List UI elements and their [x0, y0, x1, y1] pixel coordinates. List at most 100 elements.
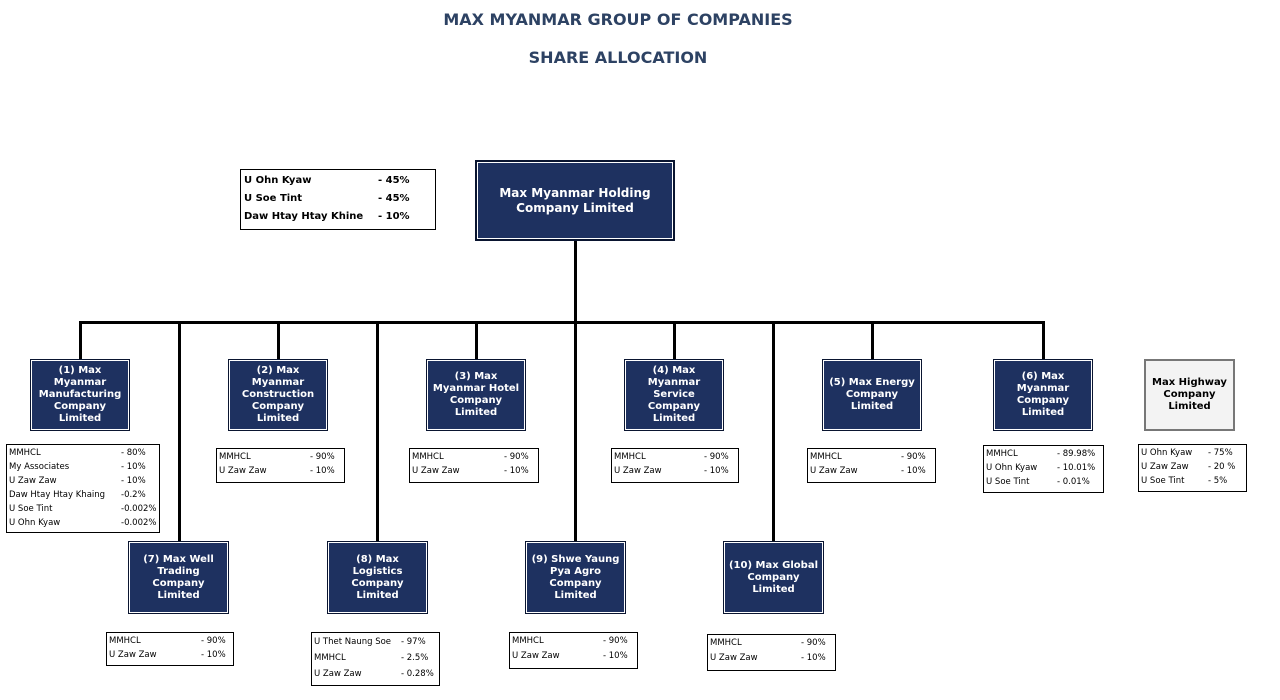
share-table-highway: U Ohn Kyaw- 75% U Zaw Zaw- 20 % U Soe Ti…	[1138, 444, 1247, 492]
shareholder-name: U Zaw Zaw	[1141, 462, 1189, 472]
share-row: U Zaw Zaw - 10%	[810, 464, 933, 478]
company-box-1: (1) Max Myanmar Manufacturing Company Li…	[30, 359, 130, 431]
share-row: U Zaw Zaw- 10%	[710, 651, 833, 666]
connector-bus	[79, 321, 1045, 324]
shareholder-name: MMHCL	[710, 638, 742, 648]
company-name: (4) Max Myanmar Service Company Limited	[647, 365, 701, 424]
shareholder-name: MMHCL	[614, 452, 646, 462]
owner-name: U Soe Tint	[244, 193, 303, 204]
share-row: U Ohn Kyaw - 75%	[1141, 446, 1244, 460]
shareholder-pct: - 97%	[401, 637, 426, 647]
share-row: U Zaw Zaw- 10%	[614, 464, 736, 478]
connector-to-company-3	[475, 321, 478, 361]
shareholder-name: MMHCL	[810, 452, 842, 462]
company-box-8: (8) Max Logistics Company Limited	[327, 541, 428, 614]
shareholder-pct: - 2.5%	[401, 653, 429, 663]
share-row: MMHCL- 90%	[412, 450, 536, 464]
connector-holding-down	[574, 240, 577, 324]
shareholder-pct: - 10%	[901, 466, 926, 476]
shareholder-name: MMHCL	[986, 449, 1018, 459]
connector-to-company-5	[871, 321, 874, 361]
shareholder-name: U Thet Naung Soe	[314, 637, 392, 647]
owner-name: Daw Htay Htay Khine	[244, 211, 364, 222]
company-box-6: (6) Max Myanmar Company Limited	[993, 359, 1093, 431]
share-row: Daw Htay Htay Khaing-0.2%	[9, 488, 157, 502]
shareholder-name: My Associates	[9, 462, 70, 472]
share-row: U Zaw Zaw- 10%	[9, 474, 157, 488]
shareholder-pct: - 80%	[121, 448, 146, 458]
owner-row: U Ohn Kyaw- 45%	[244, 172, 432, 190]
holding-company-name: Max Myanmar Holding Company Limited	[499, 185, 651, 215]
company-name: (10) Max Global Company Limited	[728, 559, 818, 595]
share-table-1: MMHCL - 80% My Associates - 10% U Zaw Zaw-…	[6, 444, 160, 533]
share-row: MMHCL- 90%	[219, 450, 342, 464]
shareholder-pct: - 10%	[310, 466, 335, 476]
company-name: (9) Shwe Yaung Pya Agro Company Limited	[531, 553, 620, 601]
shareholder-name: MMHCL	[219, 452, 251, 462]
shareholder-pct: -0.002%	[121, 504, 157, 514]
shareholder-pct: - 90%	[704, 452, 729, 462]
company-name: (5) Max Energy Company Limited	[829, 377, 915, 412]
share-table-2: MMHCL- 90% U Zaw Zaw - 10%	[216, 448, 345, 483]
share-row: U Zaw Zaw- 10%	[412, 464, 536, 478]
shareholder-name: Daw Htay Htay Khaing	[9, 490, 106, 500]
shareholder-pct: - 90%	[603, 636, 628, 646]
shareholder-name: U Ohn Kyaw	[986, 463, 1038, 473]
shareholder-pct: - 5%	[1208, 476, 1228, 486]
shareholder-pct: - 75%	[1208, 448, 1233, 458]
share-table-9: MMHCL - 90% U Zaw Zaw - 10%	[509, 632, 638, 669]
share-table-6: MMHCL - 89.98% U Ohn Kyaw- 10.01% U Soe T…	[983, 445, 1104, 493]
shareholder-name: U Soe Tint	[1141, 476, 1185, 486]
share-row: U Ohn Kyaw- 10.01%	[986, 461, 1101, 475]
company-box-2: (2) Max Myanmar Construction Company Lim…	[228, 359, 328, 431]
owner-row: Daw Htay Htay Khine- 10%	[244, 208, 432, 226]
shareholder-pct: - 90%	[901, 452, 926, 462]
company-name: (2) Max Myanmar Construction Company Lim…	[241, 365, 315, 424]
shareholder-pct: - 10%	[504, 466, 529, 476]
holding-owners-table: U Ohn Kyaw- 45% U Soe Tint- 45% Daw Htay…	[240, 169, 436, 230]
shareholder-pct: -0.002%	[121, 518, 157, 528]
shareholder-name: U Zaw Zaw	[810, 466, 858, 476]
connector-to-company-10	[772, 321, 775, 543]
shareholder-name: MMHCL	[512, 636, 544, 646]
share-row: MMHCL- 90%	[109, 634, 231, 648]
share-row: MMHCL - 89.98%	[986, 447, 1101, 461]
shareholder-pct: - 90%	[504, 452, 529, 462]
shareholder-name: U Zaw Zaw	[109, 650, 157, 660]
company-box-7: (7) Max Well Trading Company Limited	[128, 541, 229, 614]
shareholder-pct: - 0.01%	[1057, 477, 1090, 487]
shareholder-name: MMHCL	[9, 448, 41, 458]
company-name: (1) Max Myanmar Manufacturing Company Li…	[38, 365, 122, 424]
holding-company-box: Max Myanmar Holding Company Limited	[475, 160, 675, 241]
shareholder-pct: - 0.28%	[401, 669, 434, 679]
page-title: MAX MYANMAR GROUP OF COMPANIES	[443, 10, 793, 29]
owner-row: U Soe Tint- 45%	[244, 190, 432, 208]
share-row: U Zaw Zaw - 10%	[512, 649, 635, 664]
shareholder-pct: - 89.98%	[1057, 449, 1096, 459]
shareholder-name: MMHCL	[314, 653, 346, 663]
shareholder-name: U Ohn Kyaw	[1141, 448, 1193, 458]
shareholder-pct: - 10%	[603, 651, 628, 661]
shareholder-name: U Zaw Zaw	[219, 466, 267, 476]
company-name: (6) Max Myanmar Company Limited	[1016, 371, 1070, 418]
share-row: MMHCL - 80%	[9, 446, 157, 460]
company-box-9: (9) Shwe Yaung Pya Agro Company Limited	[525, 541, 626, 614]
company-box-highway: Max Highway Company Limited	[1144, 359, 1235, 431]
company-box-5: (5) Max Energy Company Limited	[822, 359, 922, 431]
share-table-4: MMHCL - 90% U Zaw Zaw- 10%	[611, 448, 739, 483]
connector-to-company-1	[79, 321, 82, 361]
company-box-3: (3) Max Myanmar Hotel Company Limited	[426, 359, 526, 431]
shareholder-pct: - 10%	[121, 476, 146, 486]
share-row: U Soe Tint - 5%	[1141, 474, 1244, 488]
shareholder-name: U Soe Tint	[986, 477, 1030, 487]
connector-to-company-6	[1042, 321, 1045, 361]
share-row: MMHCL- 90%	[710, 636, 833, 651]
connector-to-company-9	[574, 321, 577, 543]
share-row: MMHCL - 90%	[614, 450, 736, 464]
share-row: U Ohn Kyaw-0.002%	[9, 516, 157, 530]
share-row: MMHCL - 2.5%	[314, 650, 437, 666]
share-row: MMHCL - 90%	[512, 634, 635, 649]
shareholder-pct: - 90%	[201, 636, 226, 646]
shareholder-name: U Zaw Zaw	[512, 651, 560, 661]
share-table-5: MMHCL - 90% U Zaw Zaw - 10%	[807, 448, 936, 483]
